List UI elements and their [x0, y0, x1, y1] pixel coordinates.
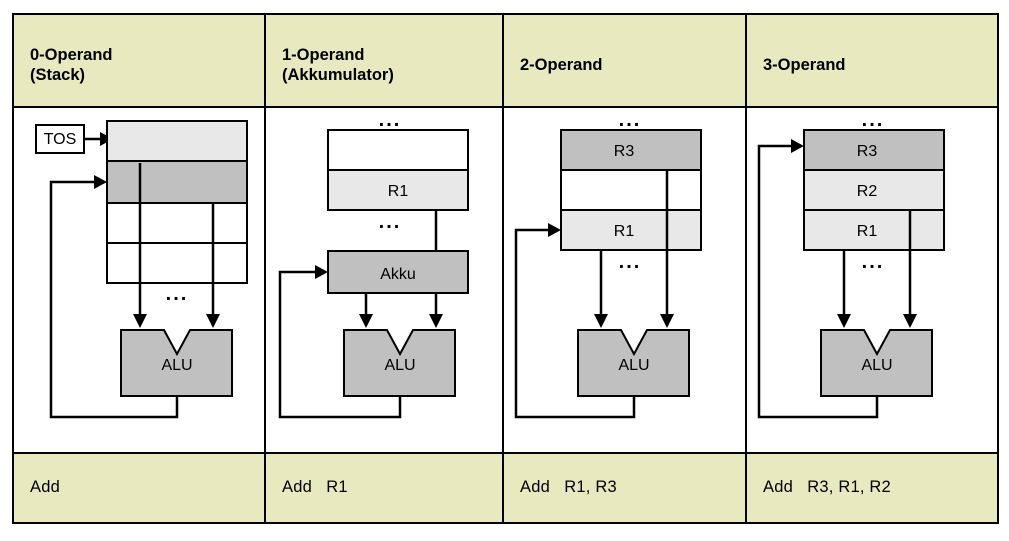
operand-bus-left-arrowhead	[133, 313, 147, 328]
operand-bus-left-arrowhead	[594, 313, 608, 328]
header-line1: 1-Operand	[282, 46, 365, 65]
operand-bus-left-arrowhead	[359, 313, 373, 328]
stack-cell-2	[106, 201, 248, 244]
header-line2: (Stack)	[30, 66, 86, 85]
header-line1: 2-Operand	[520, 56, 603, 75]
alu-label: ALU	[161, 357, 192, 374]
register-cell-r3-label: R3	[614, 143, 635, 160]
result-feedback-path	[514, 228, 636, 418]
alu-block	[820, 328, 933, 397]
operand-bus-right-arrowhead	[660, 313, 674, 328]
instruction-cell-3-operand: Add R3, R1, R2	[745, 451, 999, 525]
operand-bus-right-arrowhead	[206, 313, 220, 328]
alu-label: ALU	[618, 357, 649, 374]
register-file-ellipsis-bottom: ...	[619, 251, 642, 273]
result-feedback-arrowhead	[94, 174, 107, 189]
register-cell-r1-label: R1	[857, 223, 878, 240]
alu-block	[577, 328, 690, 397]
stack-ellipsis: ...	[166, 283, 189, 305]
diagram-cell-three-address: ... R3 R2 R1 ...	[745, 105, 999, 454]
tos-label-box	[35, 123, 85, 154]
register-file-ellipsis-top: ...	[619, 109, 642, 131]
register-cell-r1	[803, 208, 945, 251]
header-line1: 0-Operand	[30, 46, 113, 65]
register-cell-empty	[560, 168, 702, 211]
register-cell-r2	[803, 168, 945, 211]
diagram-cell-stack: TOS	[12, 105, 266, 454]
header-line1: 3-Operand	[763, 56, 846, 75]
operand-bus-right-arrowhead	[903, 313, 917, 328]
diagram-row: TOS	[12, 105, 999, 454]
alu-block	[343, 328, 456, 397]
result-feedback-path	[49, 180, 179, 418]
accumulator-block	[327, 249, 469, 294]
register-file-ellipsis-top: ...	[379, 109, 402, 131]
register-cell-empty	[327, 128, 469, 171]
register-cell-r3-label: R3	[857, 143, 878, 160]
stack-cell-3	[106, 241, 248, 284]
instruction-text: Add	[30, 478, 60, 497]
two-address-machine-diagram: ... R3 R1 ...	[514, 109, 702, 418]
result-feedback-arrowhead	[791, 138, 804, 153]
result-feedback-arrowhead	[315, 264, 328, 279]
result-feedback-arrowhead	[548, 222, 561, 237]
instruction-text: Add R3, R1, R2	[763, 478, 891, 497]
instruction-row: Add Add R1 Add R1, R3 Add R3, R1, R2	[12, 451, 999, 525]
accumulator-label: Akku	[380, 266, 416, 283]
instruction-text: Add R1, R3	[520, 478, 617, 497]
register-file-ellipsis-bottom: ...	[862, 251, 885, 273]
accumulator-machine-diagram: ... R1 ... Akku	[278, 109, 469, 418]
alu-label: ALU	[384, 357, 415, 374]
instruction-cell-2-operand: Add R1, R3	[502, 451, 747, 525]
header-line2: (Akkumulator)	[282, 66, 394, 85]
register-file-ellipsis-top: ...	[862, 109, 885, 131]
stack-cell-1	[106, 159, 248, 204]
header-cell-0-operand: 0-Operand (Stack)	[12, 13, 266, 108]
alu-label: ALU	[861, 357, 892, 374]
register-cell-r1	[327, 168, 469, 211]
alu-block	[120, 328, 233, 397]
instruction-cell-1-operand: Add R1	[264, 451, 504, 525]
register-cell-r1-label: R1	[614, 223, 635, 240]
header-cell-2-operand: 2-Operand	[502, 13, 747, 108]
three-address-machine-diagram: ... R3 R2 R1 ...	[757, 109, 945, 418]
diagram-cell-accumulator: ... R1 ... Akku	[264, 105, 504, 454]
header-row: 0-Operand (Stack) 1-Operand (Akkumulator…	[12, 13, 999, 108]
operand-bus-right-arrowhead	[429, 313, 443, 328]
operand-bus-left-arrowhead	[837, 313, 851, 328]
stack-cell-0	[106, 119, 248, 162]
result-feedback-path	[757, 144, 879, 418]
instruction-text: Add R1	[282, 478, 348, 497]
register-cell-r1	[560, 208, 702, 251]
operand-comparison-table: 0-Operand (Stack) 1-Operand (Akkumulator…	[12, 13, 999, 525]
register-file-ellipsis-bottom: ...	[379, 211, 402, 233]
register-cell-r2-label: R2	[857, 183, 878, 200]
register-cell-r1-label: R1	[388, 183, 409, 200]
tos-label: TOS	[44, 131, 77, 148]
header-cell-1-operand: 1-Operand (Akkumulator)	[264, 13, 504, 108]
diagram-cell-two-address: ... R3 R1 ...	[502, 105, 747, 454]
instruction-cell-0-operand: Add	[12, 451, 266, 525]
result-feedback-path	[278, 270, 402, 418]
header-cell-3-operand: 3-Operand	[745, 13, 999, 108]
stack-machine-diagram: TOS	[35, 119, 248, 418]
